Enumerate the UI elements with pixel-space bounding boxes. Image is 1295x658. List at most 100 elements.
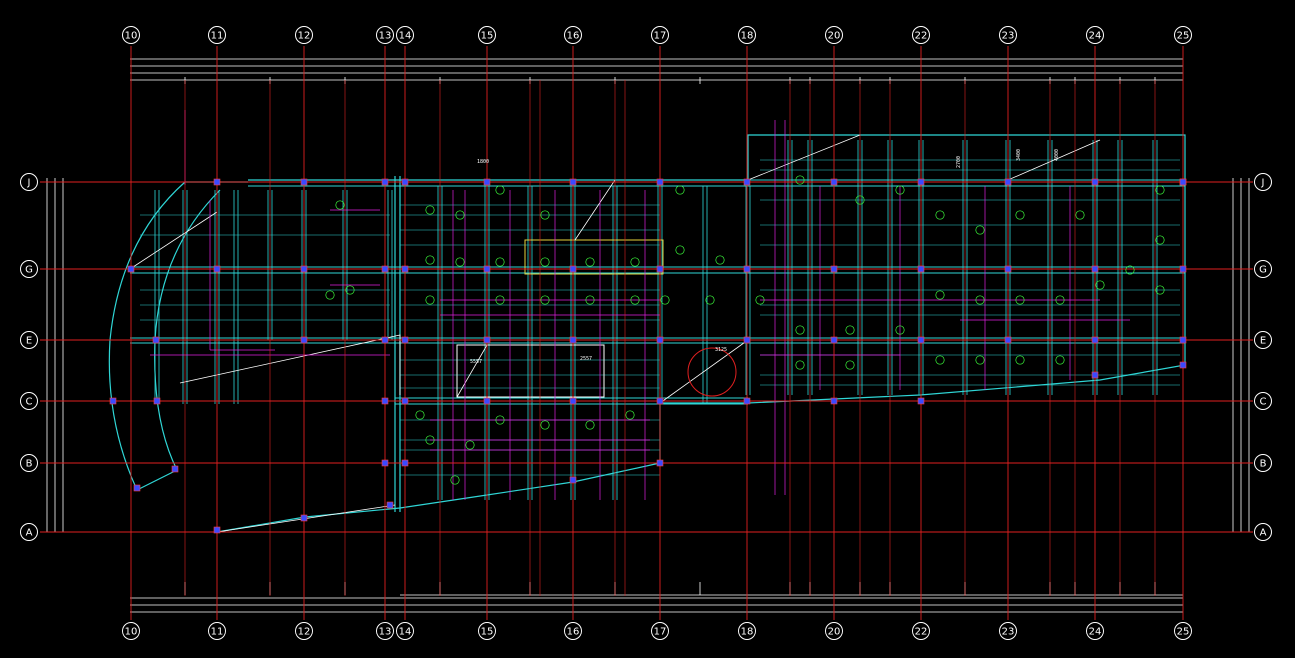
column-21 (743, 265, 751, 273)
grid-bubble-right-B-circle (1254, 454, 1272, 472)
column-3 (401, 178, 409, 186)
grid-bubble-right-B: B (1254, 454, 1272, 472)
column-23 (917, 265, 925, 273)
column-17 (401, 265, 409, 273)
grid-bubble-bottom-14-label: 14 (399, 627, 412, 638)
grid-bubble-right-E-label: E (1260, 336, 1266, 347)
grid-bubble-right-E-circle (1254, 331, 1272, 349)
room-tag-39 (935, 290, 945, 300)
grid-bubble-left-E: E (20, 331, 38, 349)
grid-bubble-bottom-11: 11 (208, 622, 226, 640)
grid-bubble-bottom-20: 20 (825, 622, 843, 640)
wall-pair-10 (527, 186, 533, 500)
stair-box (524, 239, 664, 275)
grid-bubble-bottom-20-circle (825, 622, 843, 640)
grid-bubble-right-A-circle (1254, 523, 1272, 541)
room-tag-36 (1155, 185, 1165, 195)
grid-bubble-right-G-label: G (1259, 265, 1267, 276)
dimension-text-2700: 2700 (956, 156, 962, 168)
column-28 (381, 336, 389, 344)
room-tag-11 (585, 257, 595, 267)
grid-bubble-top-20: 20 (825, 26, 843, 44)
grid-bubble-right-G: G (1254, 260, 1272, 278)
room-tag-23 (675, 185, 685, 195)
room-tag-16 (585, 295, 595, 305)
grid-bubble-bottom-17-circle (651, 622, 669, 640)
grid-bubble-bottom-11-circle (208, 622, 226, 640)
grid-bubble-top-24-label: 24 (1089, 31, 1102, 42)
grid-bubble-top-18-label: 18 (741, 31, 754, 42)
grid-bubble-top-23: 23 (999, 26, 1017, 44)
column-32 (656, 336, 664, 344)
wall-pair-25 (1117, 140, 1123, 395)
grid-bubble-top-25-label: 25 (1177, 31, 1190, 42)
wall-pair-7 (387, 190, 393, 340)
envelope (216, 134, 1186, 533)
room-tag-13 (425, 295, 435, 305)
room-tag-5 (345, 285, 355, 295)
dimension-text-1800: 1800 (477, 159, 489, 165)
grid-bubble-top-12-label: 12 (298, 31, 311, 42)
grid-bubble-left-C-circle (20, 392, 38, 410)
grid-bubble-bottom-12: 12 (295, 622, 313, 640)
room-tag-47 (895, 325, 905, 335)
columns (109, 178, 1187, 534)
atrium-diagonal (456, 344, 488, 398)
grid-bubbles: 1010111112121313141415151616171718182020… (20, 26, 1272, 640)
grid-bubble-bottom-13-circle (376, 622, 394, 640)
grid-bubble-left-A: A (20, 523, 38, 541)
column-38 (1179, 336, 1187, 344)
column-48 (401, 459, 409, 467)
grid-bubble-left-A-label: A (26, 528, 33, 539)
room-tag-44 (1155, 285, 1165, 295)
wall-pair-17 (807, 140, 813, 395)
room-tag-35 (1075, 210, 1085, 220)
grid-bubble-bottom-25-circle (1174, 622, 1192, 640)
room-tags (325, 175, 1165, 485)
grid-bubble-left-B-label: B (26, 459, 33, 470)
grid-bubble-bottom-22-label: 22 (915, 627, 928, 638)
diag-4 (574, 179, 616, 241)
grid-bubble-bottom-12-label: 12 (298, 627, 311, 638)
room-tag-22 (625, 410, 635, 420)
grid-bubble-bottom-16-circle (564, 622, 582, 640)
room-tag-9 (495, 257, 505, 267)
grid-bubble-right-C-label: C (1260, 397, 1267, 408)
grid-bubble-top-18: 18 (738, 26, 756, 44)
grid-bubble-left-B: B (20, 454, 38, 472)
grid-bubble-bottom-24-label: 24 (1089, 627, 1102, 638)
room-tag-8 (455, 257, 465, 267)
grid-bubble-top-18-circle (738, 26, 756, 44)
walls (108, 134, 1186, 533)
grid-bubble-bottom-17-label: 17 (654, 627, 667, 638)
grid-bubble-bottom-11-label: 11 (211, 627, 224, 638)
grid-bubble-left-E-label: E (26, 336, 32, 347)
grid-bubble-top-10-label: 10 (125, 31, 138, 42)
column-57 (569, 476, 577, 484)
column-47 (381, 459, 389, 467)
column-58 (656, 459, 664, 467)
room-tag-6 (325, 290, 335, 300)
column-44 (743, 397, 751, 405)
room-tag-37 (1155, 235, 1165, 245)
grid-bubble-top-14-circle (396, 26, 414, 44)
diag-1 (129, 211, 218, 270)
grid-bubble-left-G: G (20, 260, 38, 278)
room-tag-10 (540, 257, 550, 267)
wall-pair-1 (182, 190, 188, 404)
column-20 (656, 265, 664, 273)
grid-bubble-bottom-16: 16 (564, 622, 582, 640)
wall-pair-8 (437, 186, 443, 500)
room-tag-34 (1015, 210, 1025, 220)
column-19 (569, 265, 577, 273)
room-tag-2 (495, 185, 505, 195)
grid-bubble-bottom-22-circle (912, 622, 930, 640)
grid-bubble-left-J-circle (20, 173, 38, 191)
column-18 (483, 265, 491, 273)
column-15 (300, 265, 308, 273)
room-tag-40 (975, 295, 985, 305)
room-tag-14 (495, 295, 505, 305)
grid-bubble-top-15-circle (478, 26, 496, 44)
